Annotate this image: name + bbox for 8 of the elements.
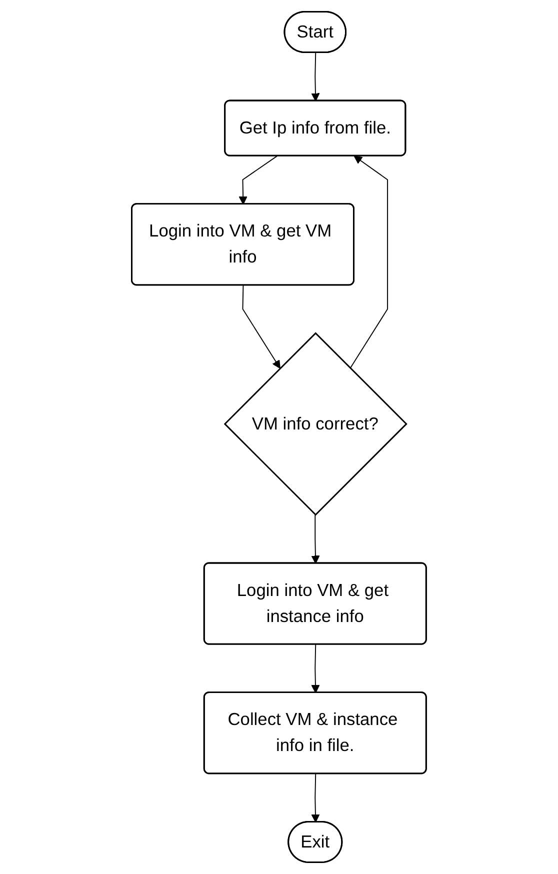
arrow	[311, 644, 320, 694]
arrow	[311, 52, 320, 102]
arrow	[242, 284, 280, 369]
arrow	[311, 514, 320, 564]
node-diamond: VM info correct?	[224, 332, 408, 516]
arrow	[238, 156, 278, 205]
arrow	[311, 773, 320, 823]
arrow	[350, 156, 388, 369]
